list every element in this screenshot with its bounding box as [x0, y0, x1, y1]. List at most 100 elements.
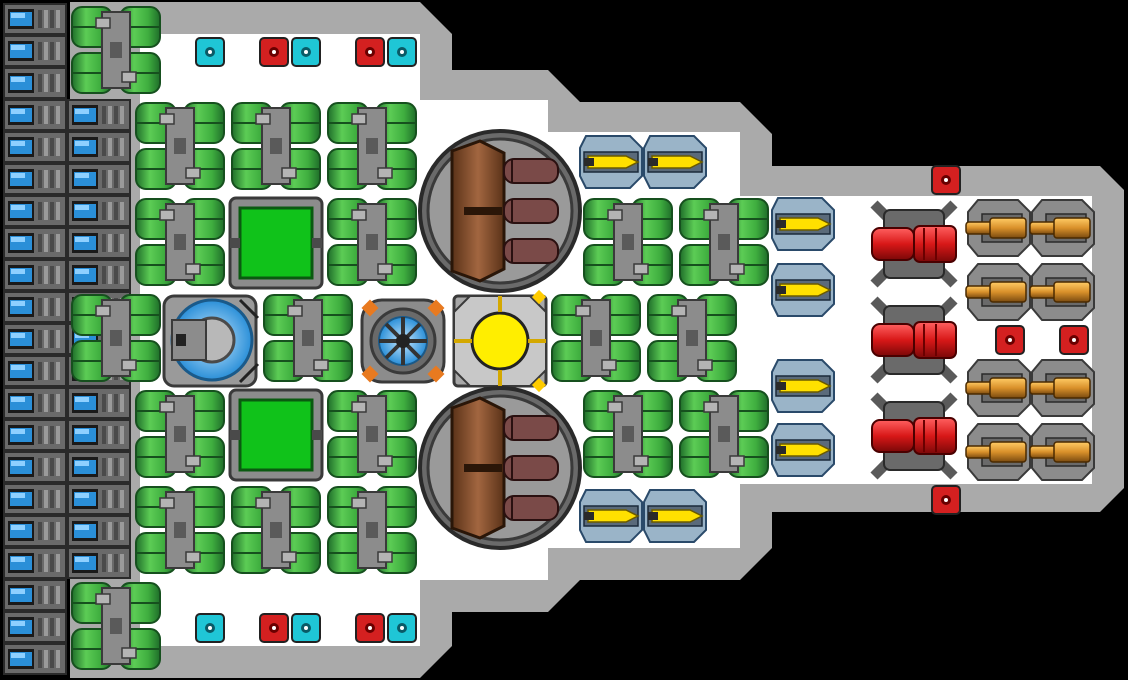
thruster-icon[interactable]: [868, 294, 960, 386]
autocannon-icon[interactable]: [965, 199, 1031, 257]
light-icon[interactable]: [387, 37, 417, 67]
battery-icon[interactable]: [3, 291, 67, 323]
hydrogen-tank-icon[interactable]: [231, 486, 321, 574]
hydrogen-tank-icon[interactable]: [135, 390, 225, 478]
battery-icon[interactable]: [67, 131, 131, 163]
battery-icon[interactable]: [67, 99, 131, 131]
missile-launcher-icon[interactable]: [643, 135, 707, 189]
battery-icon[interactable]: [3, 67, 67, 99]
battery-icon[interactable]: [3, 3, 67, 35]
hydrogen-tank-icon[interactable]: [327, 486, 417, 574]
gyroscope[interactable]: [360, 298, 446, 384]
battery-icon[interactable]: [3, 451, 67, 483]
hydrogen-tank-icon[interactable]: [583, 198, 673, 286]
autocannon-icon[interactable]: [1029, 423, 1095, 481]
control-screen-bottom[interactable]: [228, 388, 324, 482]
battery-icon[interactable]: [67, 387, 131, 419]
battery-icon[interactable]: [67, 547, 131, 579]
thruster-icon[interactable]: [868, 390, 960, 482]
hydrogen-tank-array: [71, 6, 769, 670]
battery-icon[interactable]: [3, 643, 67, 675]
battery-icon[interactable]: [3, 483, 67, 515]
missile-launchers: [579, 135, 835, 543]
battery-icon[interactable]: [3, 547, 67, 579]
battery-icon[interactable]: [67, 451, 131, 483]
autocannons: [965, 199, 1095, 481]
autocannon-icon[interactable]: [1029, 359, 1095, 417]
missile-launcher-icon[interactable]: [771, 359, 835, 413]
hydrogen-tank-icon[interactable]: [71, 6, 161, 94]
hydrogen-tank-icon[interactable]: [679, 390, 769, 478]
hydrogen-tank-icon[interactable]: [327, 198, 417, 286]
autocannon-icon[interactable]: [965, 359, 1031, 417]
autocannon-icon[interactable]: [965, 423, 1031, 481]
battery-icon[interactable]: [67, 195, 131, 227]
missile-launcher-icon[interactable]: [643, 489, 707, 543]
light-icon[interactable]: [1059, 325, 1089, 355]
light-icon[interactable]: [995, 325, 1025, 355]
light-icon[interactable]: [291, 613, 321, 643]
battery-icon[interactable]: [67, 163, 131, 195]
thruster-icon[interactable]: [868, 198, 960, 290]
hydrogen-tank-icon[interactable]: [327, 390, 417, 478]
light-icon[interactable]: [259, 37, 289, 67]
battery-icon[interactable]: [67, 227, 131, 259]
light-icon[interactable]: [355, 613, 385, 643]
missile-launcher-icon[interactable]: [579, 135, 643, 189]
hydrogen-tank-icon[interactable]: [135, 102, 225, 190]
light-icon[interactable]: [355, 37, 385, 67]
battery-icon[interactable]: [67, 259, 131, 291]
control-screen-top[interactable]: [228, 196, 324, 290]
interior-lights: [195, 37, 1089, 643]
hydrogen-tank-icon[interactable]: [583, 390, 673, 478]
light-icon[interactable]: [195, 613, 225, 643]
gatling-turret-top[interactable]: [418, 129, 582, 293]
hydrogen-tank-icon[interactable]: [263, 294, 353, 382]
light-icon[interactable]: [931, 485, 961, 515]
battery-icon[interactable]: [3, 515, 67, 547]
autocannon-icon[interactable]: [1029, 263, 1095, 321]
reactor[interactable]: [452, 289, 548, 393]
hydrogen-tank-icon[interactable]: [231, 102, 321, 190]
battery-icon[interactable]: [3, 323, 67, 355]
battery-icon[interactable]: [3, 35, 67, 67]
thrusters: [868, 198, 960, 482]
battery-icon[interactable]: [3, 387, 67, 419]
autocannon-icon[interactable]: [1029, 199, 1095, 257]
hydrogen-tank-icon[interactable]: [71, 294, 161, 382]
battery-icon[interactable]: [3, 195, 67, 227]
battery-icon[interactable]: [3, 163, 67, 195]
hydrogen-tank-icon[interactable]: [135, 486, 225, 574]
light-icon[interactable]: [931, 165, 961, 195]
battery-icon[interactable]: [67, 515, 131, 547]
light-icon[interactable]: [259, 613, 289, 643]
hydrogen-tank-icon[interactable]: [71, 582, 161, 670]
battery-icon[interactable]: [67, 419, 131, 451]
light-icon[interactable]: [291, 37, 321, 67]
battery-icon[interactable]: [67, 483, 131, 515]
battery-icon[interactable]: [3, 611, 67, 643]
hydrogen-tank-icon[interactable]: [551, 294, 641, 382]
missile-launcher-icon[interactable]: [771, 263, 835, 317]
gatling-turret-bottom[interactable]: [418, 386, 582, 550]
missile-launcher-icon[interactable]: [579, 489, 643, 543]
battery-icon[interactable]: [3, 419, 67, 451]
light-icon[interactable]: [195, 37, 225, 67]
missile-launcher-icon[interactable]: [771, 423, 835, 477]
battery-icon[interactable]: [3, 131, 67, 163]
battery-icon[interactable]: [3, 99, 67, 131]
battery-icon[interactable]: [3, 227, 67, 259]
hydrogen-tank-icon[interactable]: [135, 198, 225, 286]
battery-icon[interactable]: [3, 579, 67, 611]
cockpit-seat[interactable]: [162, 294, 260, 388]
battery-icon[interactable]: [3, 355, 67, 387]
hydrogen-tank-icon[interactable]: [679, 198, 769, 286]
hydrogen-tank-icon[interactable]: [327, 102, 417, 190]
light-icon[interactable]: [387, 613, 417, 643]
missile-launcher-icon[interactable]: [771, 197, 835, 251]
autocannon-icon[interactable]: [965, 263, 1031, 321]
hydrogen-tank-icon[interactable]: [647, 294, 737, 382]
battery-icon[interactable]: [3, 259, 67, 291]
